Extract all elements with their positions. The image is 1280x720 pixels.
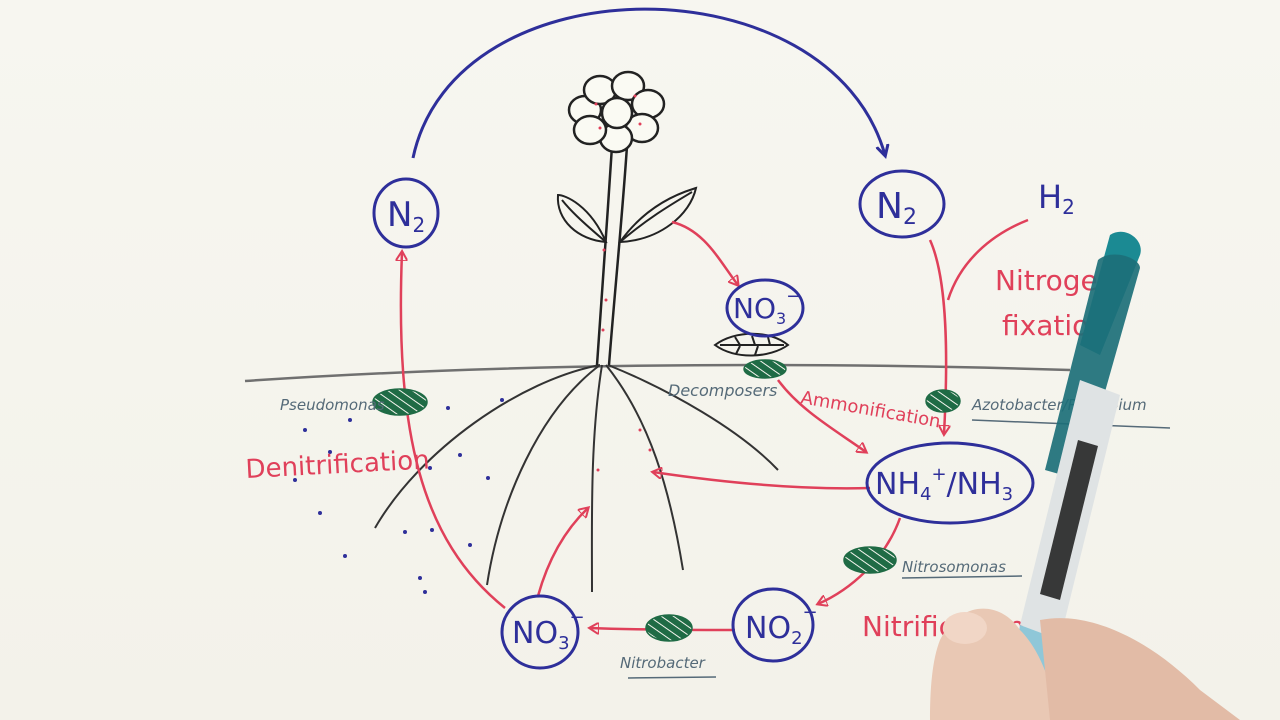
stem-leaves <box>558 188 696 242</box>
stem-dots <box>597 249 652 472</box>
svg-text:N2: N2 <box>876 186 917 230</box>
soil-dots <box>293 398 504 594</box>
node-no3-bottom: NO3− <box>502 596 585 668</box>
plant-stem <box>597 146 627 365</box>
label-pseudomonas: Pseudomonas <box>280 396 385 414</box>
node-no3-top: NO3− <box>727 280 803 336</box>
svg-text:NH4+/NH3: NH4+/NH3 <box>875 464 1013 505</box>
arrow-nh4-to-roots <box>653 472 870 488</box>
bacteria-nitrobacter <box>646 615 692 641</box>
node-n2-left: N2 <box>374 179 438 247</box>
svg-text:N2: N2 <box>387 195 425 237</box>
label-ammonification: Ammonification <box>799 387 942 432</box>
underline-nitrosomonas <box>902 576 1022 578</box>
bacteria-azotobacter <box>926 390 960 412</box>
node-nh4-nh3: NH4+/NH3 <box>867 443 1033 523</box>
label-nitrosomonas: Nitrosomonas <box>902 558 1006 576</box>
label-h2: H2 <box>1038 178 1075 219</box>
hand <box>930 609 1240 720</box>
label-decomposers: Decomposers <box>668 381 777 400</box>
label-azotobacter-rhizobium: Azotobacter/Rhizobium <box>971 396 1147 414</box>
label-nitrobacter: Nitrobacter <box>620 654 706 672</box>
svg-text:H2: H2 <box>1038 178 1075 219</box>
bacteria-decomposers <box>744 360 786 378</box>
node-n2-right: N2 <box>860 171 944 237</box>
flower <box>569 72 664 152</box>
node-no2: NO2− <box>733 589 818 661</box>
arrow-leaf-to-no3 <box>672 222 738 285</box>
fallen-leaf <box>715 334 788 356</box>
svg-text:NO3−: NO3− <box>733 286 801 328</box>
bacteria-nitrosomonas <box>844 547 896 573</box>
arrow-denitrification <box>401 252 505 608</box>
label-denitrification: Denitrification <box>245 445 431 485</box>
arrow-no3-to-roots <box>538 508 588 596</box>
underline-nitrobacter <box>628 677 716 678</box>
